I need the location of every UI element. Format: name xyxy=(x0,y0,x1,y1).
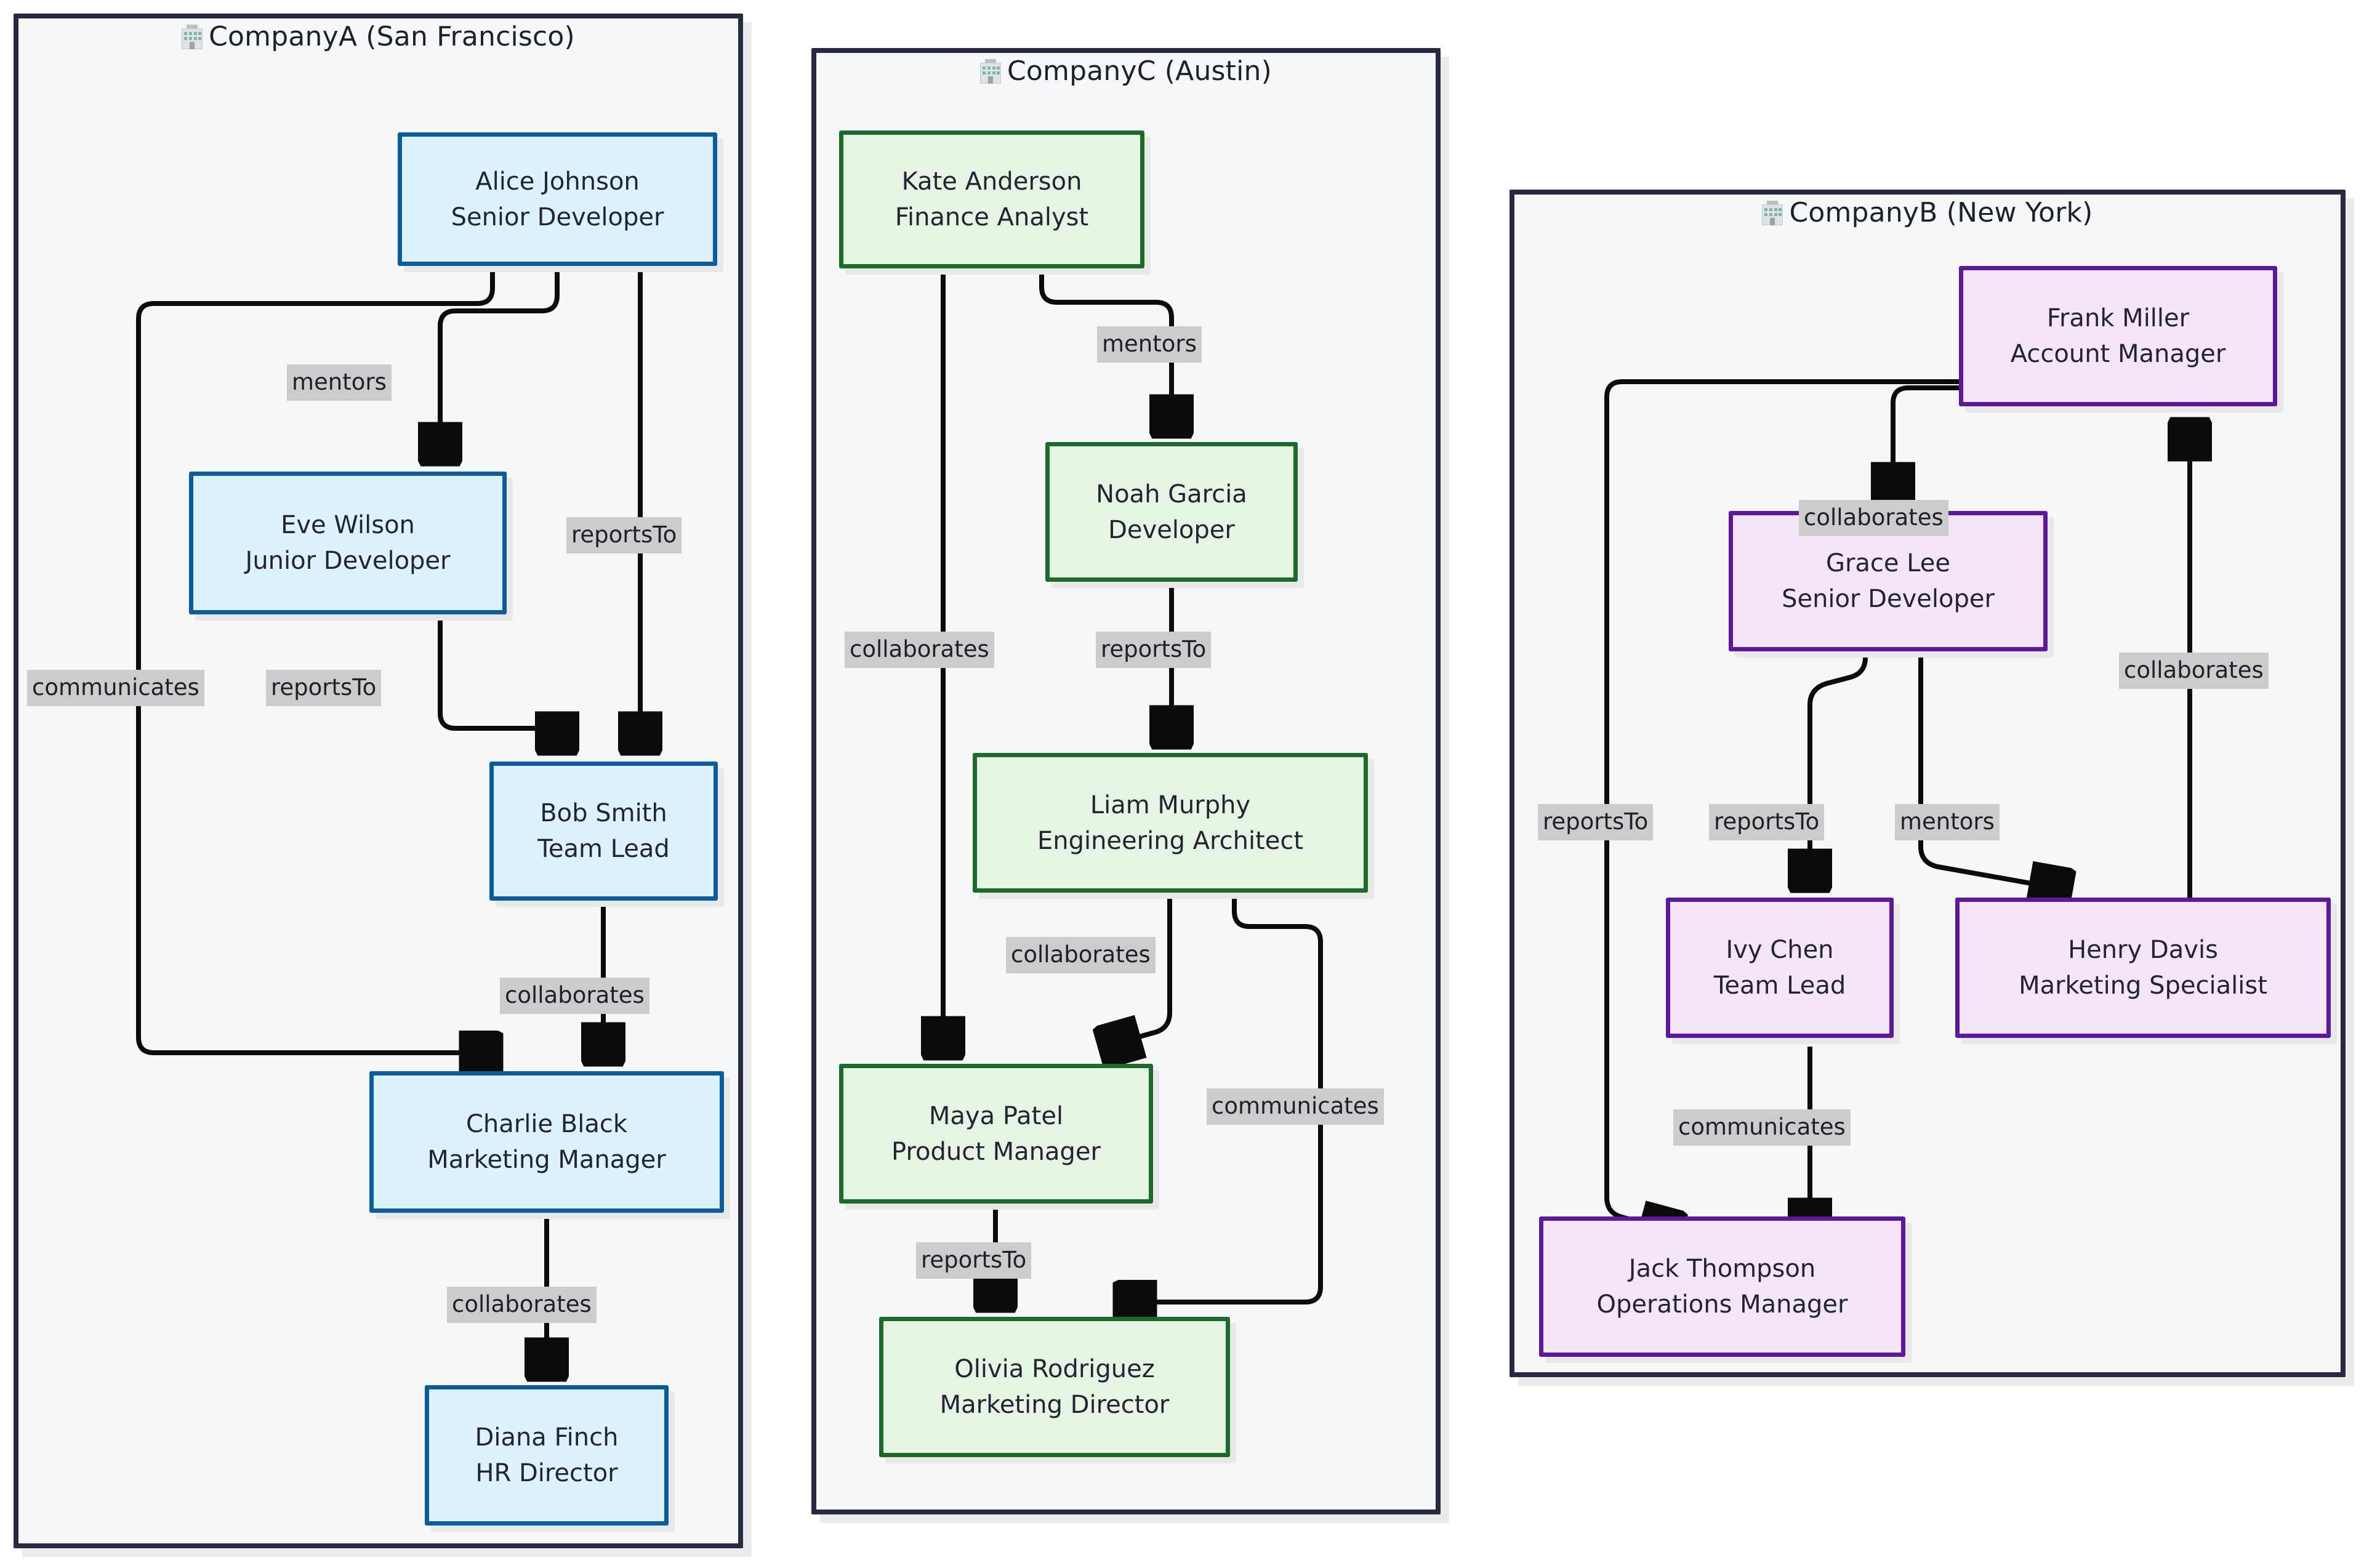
edge-label-frank-grace: collaborates xyxy=(1799,500,1948,537)
node-olivia-rodriguez[interactable]: Olivia Rodriguez Marketing Director xyxy=(879,1317,1230,1457)
cluster-companya-title-text: CompanyA (San Francisco) xyxy=(209,21,575,52)
node-name: Kate Anderson xyxy=(901,167,1082,196)
node-bob-smith[interactable]: Bob Smith Team Lead xyxy=(489,762,718,901)
edge-label-ivy-jack: communicates xyxy=(1673,1109,1851,1146)
node-name: Diana Finch xyxy=(475,1423,619,1452)
cluster-companyb-title: CompanyB (New York) xyxy=(1510,197,2346,229)
node-role: Engineering Architect xyxy=(1037,826,1304,855)
node-charlie-black[interactable]: Charlie Black Marketing Manager xyxy=(369,1071,724,1213)
node-role: Marketing Director xyxy=(939,1391,1170,1419)
node-alice-johnson[interactable]: Alice Johnson Senior Developer xyxy=(398,132,717,266)
node-role: Team Lead xyxy=(537,835,670,863)
edge-label-alice-eve: mentors xyxy=(287,364,392,401)
node-name: Alice Johnson xyxy=(475,167,640,196)
node-name: Bob Smith xyxy=(540,799,667,827)
edge-label-grace-ivy: reportsTo xyxy=(1709,804,1825,841)
edge-label-liam-maya: collaborates xyxy=(1006,937,1156,974)
node-henry-davis[interactable]: Henry Davis Marketing Specialist xyxy=(1955,898,2331,1038)
node-liam-murphy[interactable]: Liam Murphy Engineering Architect xyxy=(973,753,1368,893)
node-name: Ivy Chen xyxy=(1726,936,1834,964)
edge-label-grace-henry: mentors xyxy=(1895,804,2000,841)
edge-label-charlie-diana: collaborates xyxy=(447,1287,597,1324)
node-role: Team Lead xyxy=(1713,971,1846,1000)
edge-label-maya-olivia: reportsTo xyxy=(916,1242,1032,1279)
building-icon xyxy=(1762,201,1783,225)
edge-label-frank-jack: reportsTo xyxy=(1538,804,1654,841)
node-name: Frank Miller xyxy=(2046,304,2190,332)
node-name: Eve Wilson xyxy=(281,511,415,539)
node-eve-wilson[interactable]: Eve Wilson Junior Developer xyxy=(189,472,507,614)
node-name: Noah Garcia xyxy=(1096,480,1247,509)
node-role: Developer xyxy=(1108,515,1235,544)
node-role: Operations Manager xyxy=(1596,1290,1848,1319)
node-name: Liam Murphy xyxy=(1090,790,1251,819)
edge-label-alice-charlie: communicates xyxy=(27,670,204,707)
cluster-companyc-title: CompanyC (Austin) xyxy=(811,55,1441,87)
edge-label-henry-frank: collaborates xyxy=(2119,653,2269,690)
node-kate-anderson[interactable]: Kate Anderson Finance Analyst xyxy=(839,131,1144,268)
node-role: Finance Analyst xyxy=(895,203,1089,231)
cluster-companyc-title-text: CompanyC (Austin) xyxy=(1007,55,1272,87)
building-icon xyxy=(979,59,1001,84)
edge-label-bob-charlie: collaborates xyxy=(500,978,649,1015)
node-name: Charlie Black xyxy=(465,1110,627,1138)
node-maya-patel[interactable]: Maya Patel Product Manager xyxy=(839,1064,1153,1204)
cluster-companya-title: CompanyA (San Francisco) xyxy=(14,21,743,53)
node-role: HR Director xyxy=(475,1459,618,1487)
node-role: Marketing Specialist xyxy=(2019,971,2267,1000)
edge-label-liam-olivia: communicates xyxy=(1207,1088,1384,1125)
edge-label-eve-bob: reportsTo xyxy=(266,670,382,707)
node-name: Maya Patel xyxy=(928,1101,1064,1130)
edge-label-kate-maya: collaborates xyxy=(845,632,994,669)
node-name: Olivia Rodriguez xyxy=(954,1355,1155,1383)
node-name: Grace Lee xyxy=(1825,549,1951,577)
node-role: Product Manager xyxy=(891,1137,1101,1166)
cluster-companyb-title-text: CompanyB (New York) xyxy=(1789,197,2093,228)
edge-label-alice-bob: reportsTo xyxy=(566,517,682,554)
edge-label-noah-liam: reportsTo xyxy=(1096,632,1212,669)
node-role: Senior Developer xyxy=(451,203,664,231)
node-ivy-chen[interactable]: Ivy Chen Team Lead xyxy=(1666,898,1894,1038)
building-icon xyxy=(182,25,203,49)
node-role: Junior Developer xyxy=(245,547,451,575)
node-noah-garcia[interactable]: Noah Garcia Developer xyxy=(1045,442,1298,582)
node-frank-miller[interactable]: Frank Miller Account Manager xyxy=(1959,266,2277,406)
node-role: Senior Developer xyxy=(1782,585,1995,613)
node-name: Jack Thompson xyxy=(1628,1255,1816,1283)
node-name: Henry Davis xyxy=(2068,936,2218,964)
node-role: Marketing Manager xyxy=(427,1146,666,1174)
node-diana-finch[interactable]: Diana Finch HR Director xyxy=(425,1385,669,1526)
node-role: Account Manager xyxy=(2010,340,2226,368)
edge-label-kate-noah: mentors xyxy=(1097,326,1202,363)
node-jack-thompson[interactable]: Jack Thompson Operations Manager xyxy=(1539,1216,1905,1357)
